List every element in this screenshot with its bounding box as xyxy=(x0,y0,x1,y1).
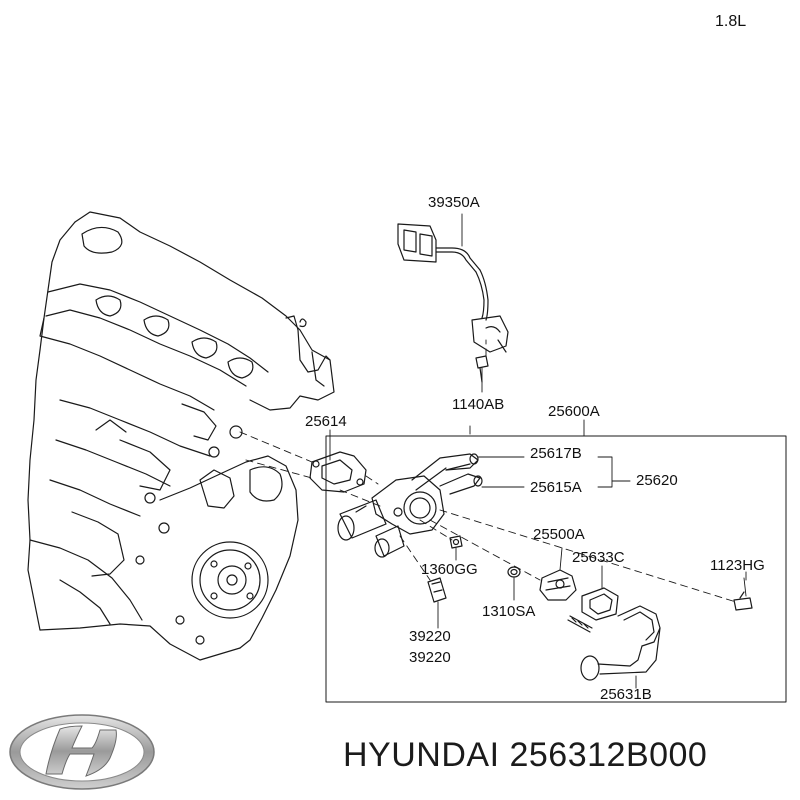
part-label-25631B: 25631B xyxy=(600,686,652,703)
part-label-25600A: 25600A xyxy=(548,403,600,420)
thermostat-25500A xyxy=(539,547,577,601)
engine-label: 1.8L xyxy=(715,13,747,30)
bolt-1123HG xyxy=(733,577,753,611)
part-number: 256312B000 xyxy=(509,736,708,774)
part-label-25615A: 25615A xyxy=(530,479,582,496)
part-label-1140AB: 1140AB xyxy=(452,396,505,413)
water-inlet-25631B xyxy=(580,605,661,689)
stud xyxy=(567,615,593,633)
part-label-39220-a: 39220 xyxy=(409,628,451,645)
part-label-25617B: 25617B xyxy=(530,445,582,462)
brand-caption: HYUNDAI 256312B000 xyxy=(343,736,707,775)
bolt-1140AB xyxy=(475,355,489,393)
part-label-25620: 25620 xyxy=(636,472,678,489)
pipes-25617B-25615A xyxy=(411,453,483,495)
hyundai-logo xyxy=(9,714,155,790)
ring-1310SA xyxy=(507,566,521,578)
part-label-1310SA: 1310SA xyxy=(482,603,536,620)
brand-name: HYUNDAI xyxy=(343,736,500,774)
gasket-25633C xyxy=(581,587,619,621)
washer-1360GG xyxy=(449,535,463,549)
engine-block xyxy=(27,211,335,661)
part-label-39220-b: 39220 xyxy=(409,649,451,666)
sensor-39350A xyxy=(397,223,509,353)
thermostat-housing xyxy=(337,475,445,558)
part-label-1360GG: 1360GG xyxy=(421,561,478,578)
part-label-1123HG: 1123HG xyxy=(710,557,765,574)
sensor-39220 xyxy=(427,577,447,629)
part-label-25614: 25614 xyxy=(305,413,347,430)
part-label-25500A: 25500A xyxy=(533,526,585,543)
part-label-39350A: 39350A xyxy=(428,194,480,211)
part-label-25633C: 25633C xyxy=(572,549,625,566)
gasket-25614 xyxy=(309,451,367,493)
